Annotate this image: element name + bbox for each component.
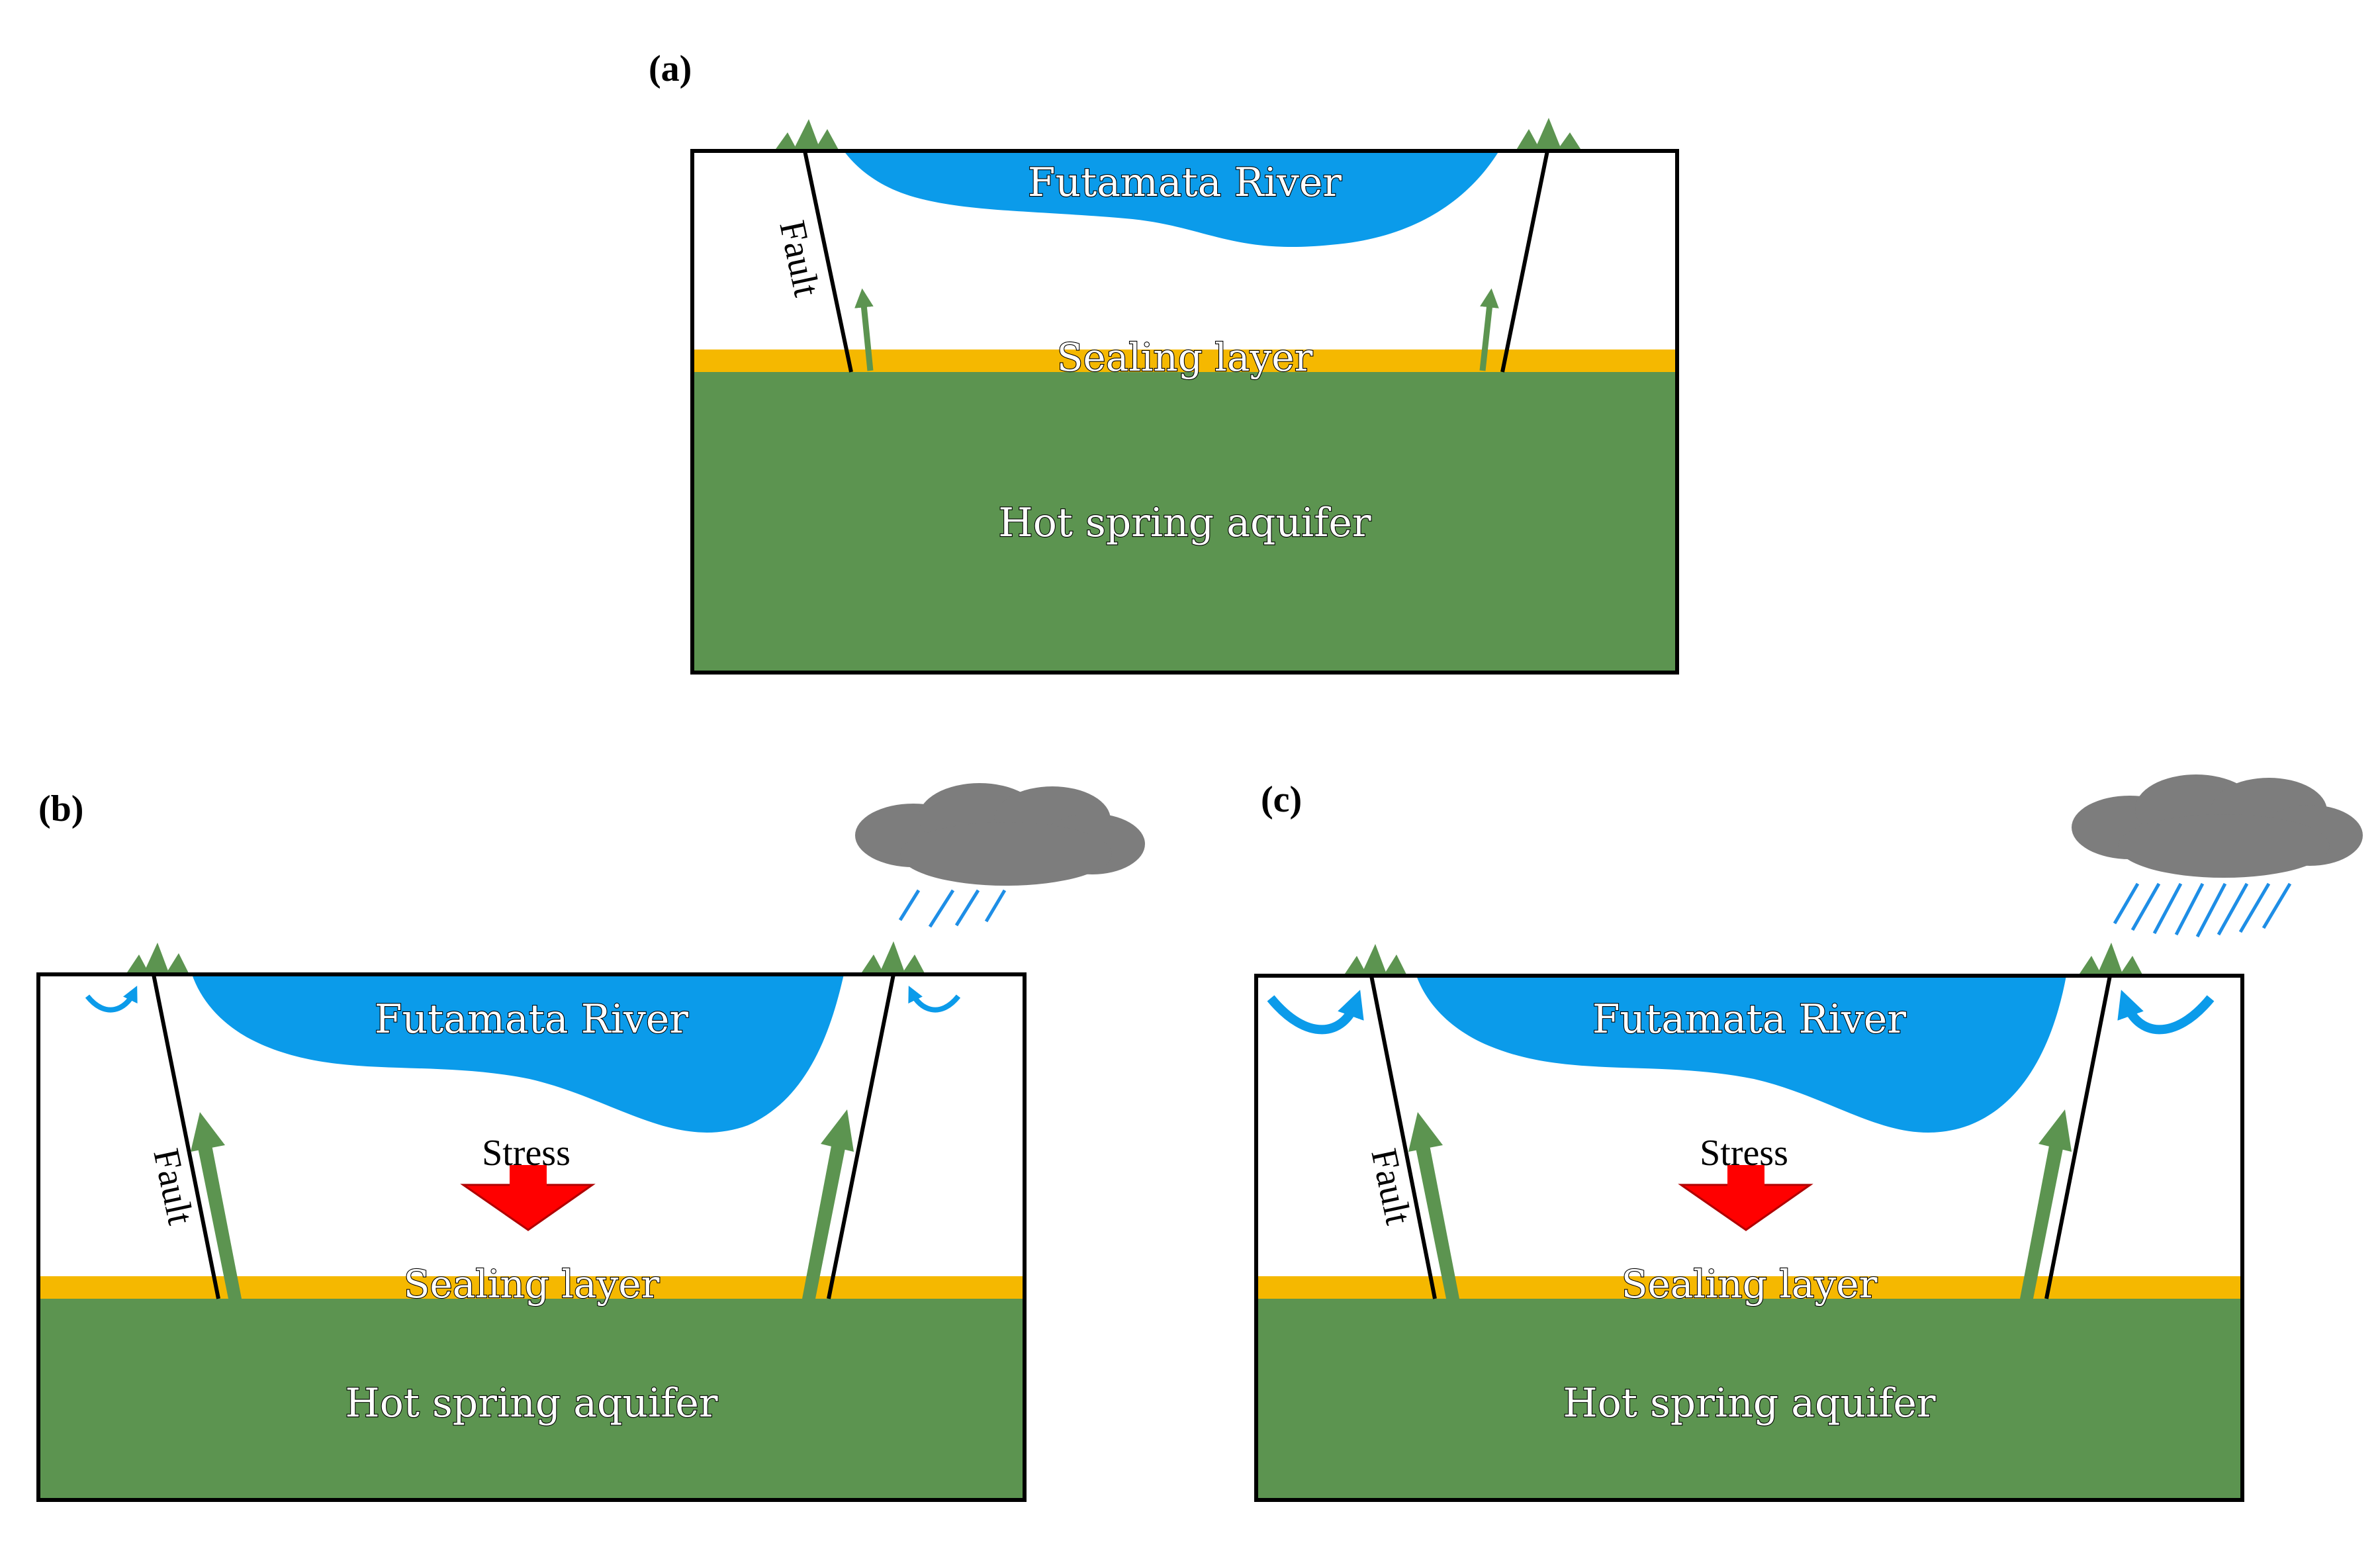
aquifer-layer: [38, 1297, 1025, 1500]
infiltration-arrow-icon: [85, 986, 138, 1013]
upflow-arrow-icon: [854, 288, 874, 371]
cloud-icon: [2072, 774, 2363, 878]
fault-line: [2044, 975, 2112, 1299]
infiltration-arrow-icon: [2117, 990, 2215, 1035]
upflow-arrow-icon: [802, 1109, 854, 1299]
river-label: Futamata River: [375, 996, 689, 1043]
sealing-layer: [692, 350, 1677, 372]
stress-arrow-icon: [1678, 1165, 1813, 1231]
sealing-layer-label: Sealing layer: [404, 1262, 660, 1307]
river-label: Futamata River: [1028, 160, 1342, 206]
river: [844, 151, 1499, 248]
fault-line: [1500, 150, 1549, 373]
panel-a-frame: [690, 149, 1679, 675]
fault-line: [152, 974, 220, 1299]
stress-label: Stress: [1700, 1133, 1788, 1174]
river: [192, 974, 844, 1133]
sealing-layer-label: Sealing layer: [1057, 335, 1313, 380]
aquifer-label: Hot spring aquifer: [998, 500, 1371, 546]
grass-icon: [774, 119, 839, 151]
grass-icon: [2078, 943, 2143, 976]
aquifer-label: Hot spring aquifer: [345, 1380, 718, 1426]
panel-c-tag: (c): [1261, 779, 1302, 820]
rain-icon: [2113, 882, 2292, 938]
upflow-arrow-icon: [1408, 1112, 1459, 1299]
cloud-icon: [855, 783, 1145, 886]
upflow-arrow-icon: [2020, 1109, 2072, 1299]
grass-icon: [1516, 118, 1582, 151]
fault-line: [1369, 975, 1437, 1299]
panel-a: (a) Futamata River Sealing layer Hot spr…: [649, 48, 1679, 675]
panel-b: (b) Stress Futamata R: [36, 783, 1145, 1502]
grass-icon: [1344, 944, 1407, 976]
upflow-arrow-icon: [1479, 288, 1499, 371]
panel-c-frame: [1254, 974, 2244, 1502]
sealing-layer: [38, 1276, 1025, 1299]
grass-icon: [126, 943, 189, 974]
grass-icon: [860, 941, 925, 974]
upflow-arrow-icon: [191, 1112, 242, 1299]
sealing-layer-label: Sealing layer: [1622, 1262, 1878, 1307]
stress-label: Stress: [482, 1133, 571, 1174]
river-label: Futamata River: [1592, 996, 1907, 1043]
panel-b-frame: [36, 972, 1027, 1502]
rain-icon: [898, 889, 1007, 928]
fault-line: [827, 974, 895, 1299]
aquifer-layer: [1256, 1297, 2242, 1500]
stress-arrow-icon: [460, 1165, 596, 1231]
infiltration-arrow-icon: [908, 986, 961, 1013]
aquifer-label: Hot spring aquifer: [1563, 1380, 1936, 1426]
river: [1416, 976, 2066, 1133]
aquifer-layer: [692, 371, 1677, 673]
panel-a-tag: (a): [649, 48, 692, 89]
panel-b-tag: (b): [38, 788, 83, 829]
sealing-layer: [1256, 1276, 2242, 1299]
panel-c: (c) Stress Futamata R: [1254, 774, 2363, 1502]
infiltration-arrow-icon: [1267, 990, 1364, 1035]
fault-line: [803, 150, 853, 373]
